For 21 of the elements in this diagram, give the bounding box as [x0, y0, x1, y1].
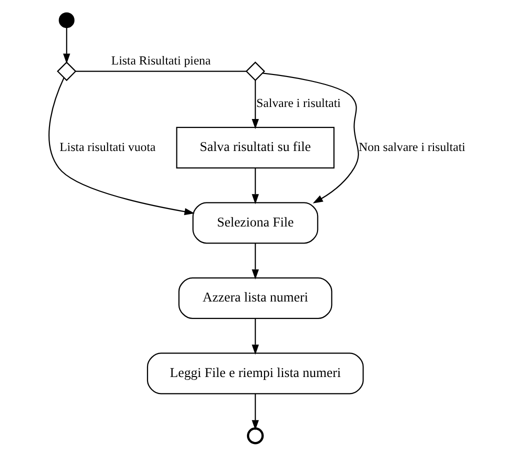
- arrow: [252, 168, 259, 204]
- node-box: Azzera lista numeri: [178, 277, 332, 319]
- arrow: [262, 72, 359, 204]
- arrow: [48, 78, 195, 216]
- arrow: [252, 243, 259, 280]
- edge-label: Salvare i risultati: [256, 96, 341, 110]
- arrow: [63, 28, 70, 64]
- node-circle: [58, 12, 74, 28]
- arrow: [252, 80, 259, 130]
- node-box: Seleziona File: [192, 202, 318, 244]
- node-diamond: [56, 62, 76, 82]
- arrow: [252, 394, 259, 430]
- node-box: Salva risultati su file: [176, 126, 335, 168]
- edge-label: Non salvare i risultati: [358, 140, 466, 154]
- node-circle: [246, 427, 264, 444]
- node-diamond: [246, 62, 266, 82]
- node-box: Leggi File e riempi lista numeri: [146, 352, 364, 394]
- edge-label: Lista risultati vuota: [60, 140, 156, 154]
- arrow: [252, 318, 259, 355]
- edge-label: Lista Risultati piena: [111, 53, 211, 68]
- connector: [76, 70, 246, 72]
